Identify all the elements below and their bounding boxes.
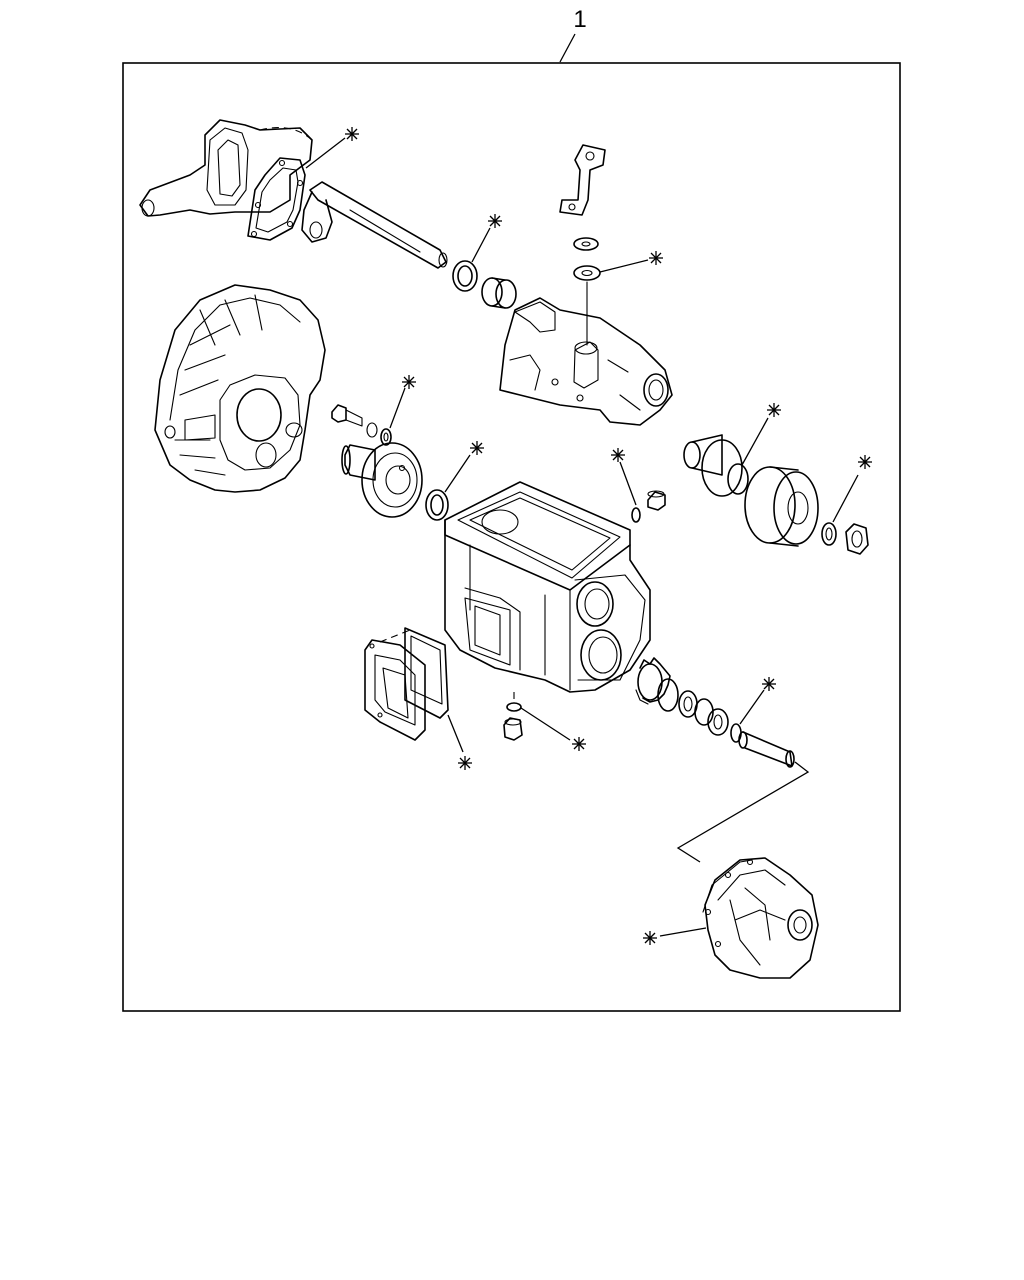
top-gasket <box>247 157 306 241</box>
counter-gear <box>635 657 679 712</box>
bracket-washer <box>573 237 599 251</box>
shift-bracket <box>559 144 606 216</box>
marker-nut-washer <box>858 455 872 469</box>
actuator-housing <box>139 119 313 217</box>
nut-washer <box>821 522 837 546</box>
bell-housing <box>154 284 326 493</box>
shaft-bushing <box>481 277 517 309</box>
transmission-case <box>444 481 651 693</box>
marker-input-oil-seal <box>470 441 484 455</box>
marker-housing-washer <box>611 448 625 462</box>
housing-plug <box>647 490 666 511</box>
bearing-retainer <box>341 442 423 518</box>
output-nut <box>845 523 869 555</box>
marker-drain-plug-washer <box>572 737 586 751</box>
marker-shaft-o-ring <box>762 677 776 691</box>
callout-leader <box>559 33 576 63</box>
marker-shaft-oil-seal <box>488 214 502 228</box>
shaft-oil-seal <box>452 260 478 292</box>
output-bearing <box>744 466 819 547</box>
cover-gasket <box>404 627 449 719</box>
counter-shaft <box>738 731 795 768</box>
side-cover <box>364 639 426 741</box>
output-flange <box>683 434 743 497</box>
drain-plug-washer <box>506 702 522 712</box>
shift-housing <box>499 297 673 426</box>
rear-cover <box>704 857 819 979</box>
shift-shaft <box>301 181 448 269</box>
marker-bolt-washer <box>402 375 416 389</box>
marker-top-gasket <box>345 127 359 141</box>
input-oil-seal <box>425 489 449 521</box>
bolt-washer <box>380 428 392 446</box>
bolt <box>331 404 378 438</box>
o-ring-output <box>727 463 749 495</box>
marker-bracket-washer <box>649 251 663 265</box>
callout-number: 1 <box>573 6 586 33</box>
bracket-washer-2 <box>573 265 601 281</box>
marker-o-ring-output <box>767 403 781 417</box>
housing-washer <box>631 507 641 523</box>
counter-bearings <box>678 690 729 736</box>
marker-cover-gasket <box>458 756 472 770</box>
rear-cover-gasket <box>702 858 754 948</box>
drain-plug <box>503 717 523 741</box>
marker-rear-cover-gasket <box>643 931 657 945</box>
diagram-frame <box>122 62 901 1012</box>
